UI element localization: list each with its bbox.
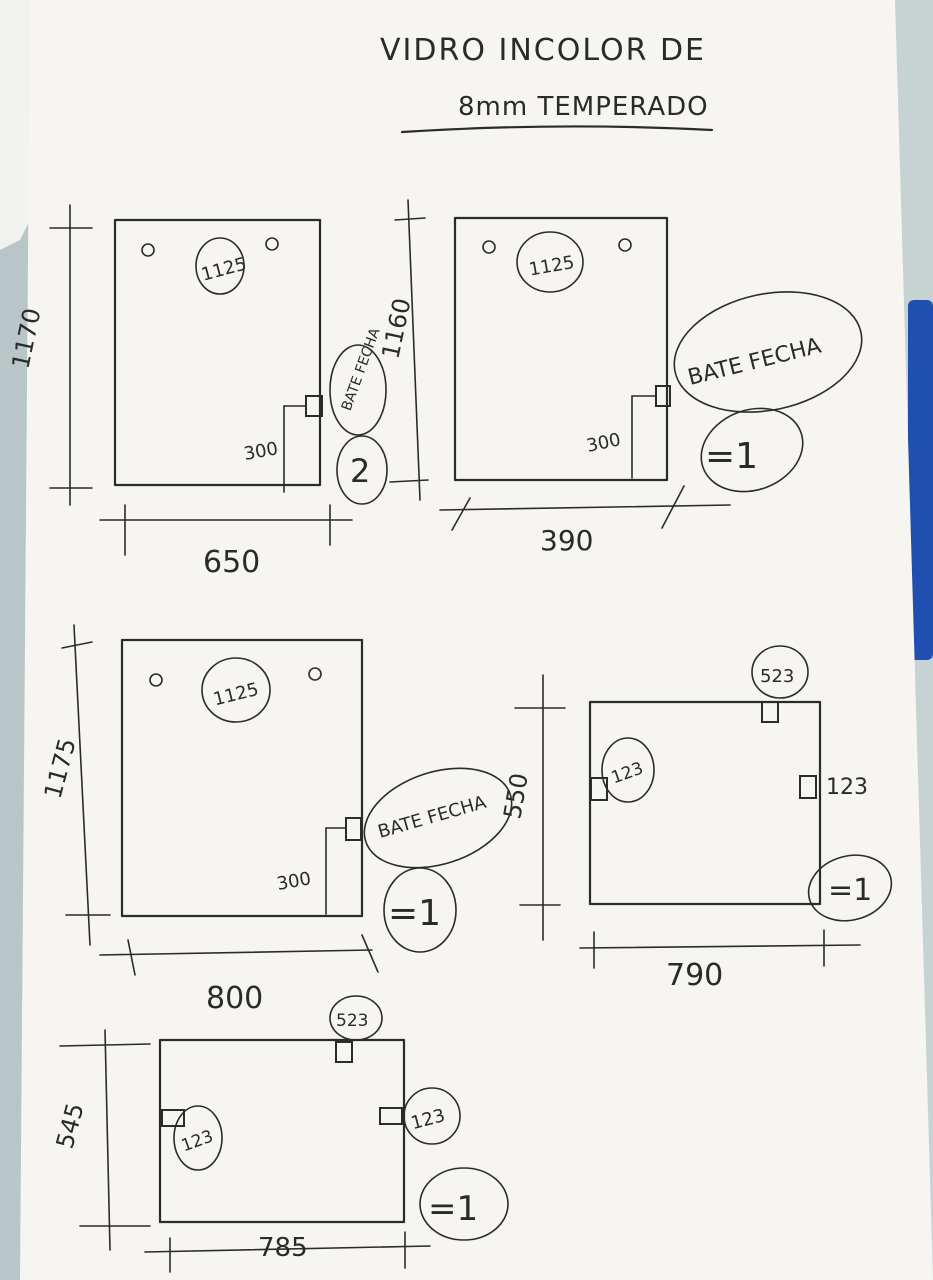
left-hardware-circle <box>601 737 655 803</box>
lock-note-circle <box>363 767 513 869</box>
width-dimension-line <box>144 1245 431 1253</box>
lock-hardware <box>305 395 323 417</box>
quantity: =1 <box>428 1189 478 1229</box>
top-hardware <box>335 1041 353 1063</box>
right-hardware-circle <box>403 1087 461 1145</box>
tick <box>361 934 379 973</box>
top-hardware-circle <box>751 645 809 699</box>
hole-label-circle <box>516 231 584 293</box>
quantity-circle <box>383 867 457 953</box>
width-value: 800 <box>206 981 263 1016</box>
title-line-2: 8mm TEMPERADO <box>458 92 709 122</box>
hole-label-circle <box>201 657 271 723</box>
drawing-piece-4: 550 790 523 123 123 =1 <box>498 645 893 993</box>
paper-sheet <box>20 0 933 1280</box>
right-hardware <box>799 775 817 799</box>
height-dimension-line <box>73 624 91 946</box>
top-hardware-value: 523 <box>336 1011 368 1031</box>
tick <box>59 1043 151 1047</box>
hole-left <box>149 673 163 687</box>
glass-rect <box>158 1038 406 1224</box>
tick <box>61 641 93 649</box>
tick <box>127 939 136 976</box>
width-value: 790 <box>666 958 723 993</box>
hole-right <box>265 237 279 251</box>
height-dimension-line <box>104 1029 111 1251</box>
width-dimension-line <box>439 504 731 511</box>
tick <box>394 217 426 221</box>
quantity-circle <box>419 1167 509 1241</box>
glass-rect <box>120 638 364 918</box>
tick <box>661 485 685 529</box>
width-dimension-line <box>99 949 373 956</box>
glass-rect <box>113 218 322 487</box>
width-value: 390 <box>540 524 593 557</box>
top-hardware-value: 523 <box>760 666 794 687</box>
left-hardware <box>161 1109 185 1127</box>
hole-left <box>482 240 496 254</box>
width-value: 650 <box>203 545 260 580</box>
title-line-1: VIDRO INCOLOR DE <box>380 33 706 68</box>
right-hardware-value: 123 <box>826 775 868 800</box>
lock-note-circle <box>329 344 387 436</box>
quantity: =1 <box>828 873 872 908</box>
glass-rect <box>453 216 669 482</box>
right-hardware <box>379 1107 403 1125</box>
hole-label-circle <box>195 237 245 295</box>
hole-right <box>308 667 322 681</box>
width-value: 785 <box>258 1233 308 1263</box>
left-hardware-circle <box>173 1105 223 1171</box>
hole-left <box>141 243 155 257</box>
tick <box>451 497 471 531</box>
quantity-circle <box>700 407 804 493</box>
top-hardware <box>761 701 779 723</box>
quantity: 2 <box>350 452 370 490</box>
glass-rect <box>588 700 822 906</box>
lock-hardware <box>345 817 362 841</box>
blue-pen <box>908 300 933 660</box>
hole-right <box>618 238 632 252</box>
title-underline <box>400 125 714 134</box>
lock-note-circle <box>673 291 863 413</box>
quantity-circle <box>336 435 388 505</box>
height-dimension-line <box>407 199 421 501</box>
quantity-circle <box>807 854 893 922</box>
top-hardware-circle <box>329 995 383 1041</box>
tick <box>389 479 429 483</box>
width-dimension-line <box>579 944 861 949</box>
quantity: =1 <box>388 893 441 934</box>
quantity: =1 <box>705 436 758 477</box>
